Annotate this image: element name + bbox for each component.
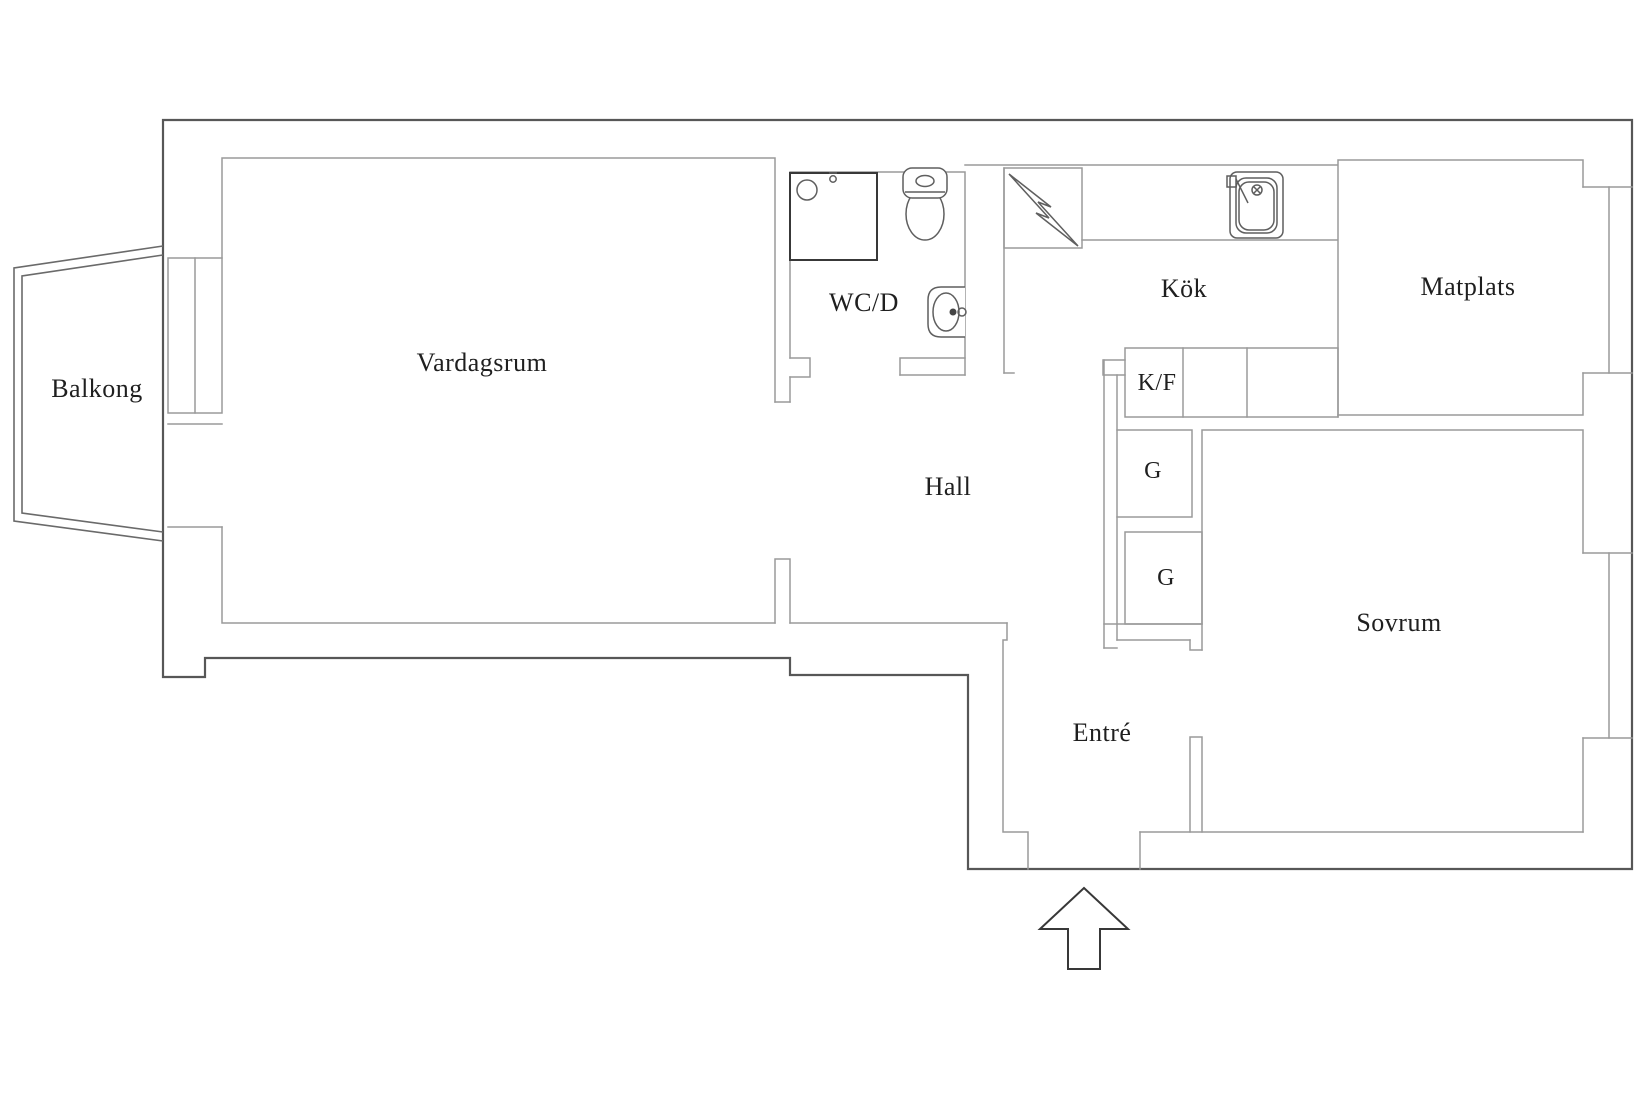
- balcony-outline: [13, 245, 164, 542]
- toilet-icon: [902, 167, 948, 241]
- balcony-window: [167, 257, 223, 528]
- kitchen-sink-icon: [1226, 171, 1284, 239]
- matplats-outline: [1337, 159, 1584, 418]
- room-label-kok: Kök: [1161, 274, 1207, 303]
- shower-icon: [789, 172, 878, 261]
- wardrobe-cabinet: [1116, 429, 1193, 518]
- stove-icon: [1003, 167, 1083, 249]
- washbasin-icon: [927, 286, 967, 338]
- entrance-arrow-icon: [1037, 886, 1131, 970]
- sovrum-window: [1582, 552, 1633, 739]
- sovrum-outline: [1139, 429, 1584, 833]
- room-label-g2: G: [1157, 565, 1175, 591]
- vardagsrum-outline: [221, 157, 791, 624]
- room-label-balkong: Balkong: [51, 374, 143, 403]
- room-labels: Balkong Vardagsrum WC/D Hall Kök Matplat…: [51, 272, 1515, 747]
- room-label-kf: K/F: [1138, 370, 1177, 396]
- refrigerator-freezer-cabinet: [1102, 347, 1339, 418]
- matplats-window: [1582, 186, 1633, 374]
- room-label-wcd: WC/D: [829, 288, 899, 317]
- hall-entre-walls: [789, 622, 1141, 870]
- room-label-g1: G: [1144, 458, 1162, 484]
- exterior-walls: [161, 118, 1634, 871]
- room-label-hall: Hall: [925, 472, 972, 501]
- hall-wall-and-closets: [1103, 359, 1203, 651]
- kitchen-outline: [964, 164, 1338, 374]
- room-label-sovrum: Sovrum: [1356, 608, 1441, 637]
- room-label-vardagsrum: Vardagsrum: [417, 348, 548, 377]
- room-label-entre: Entré: [1073, 718, 1132, 747]
- room-label-matplats: Matplats: [1421, 272, 1516, 301]
